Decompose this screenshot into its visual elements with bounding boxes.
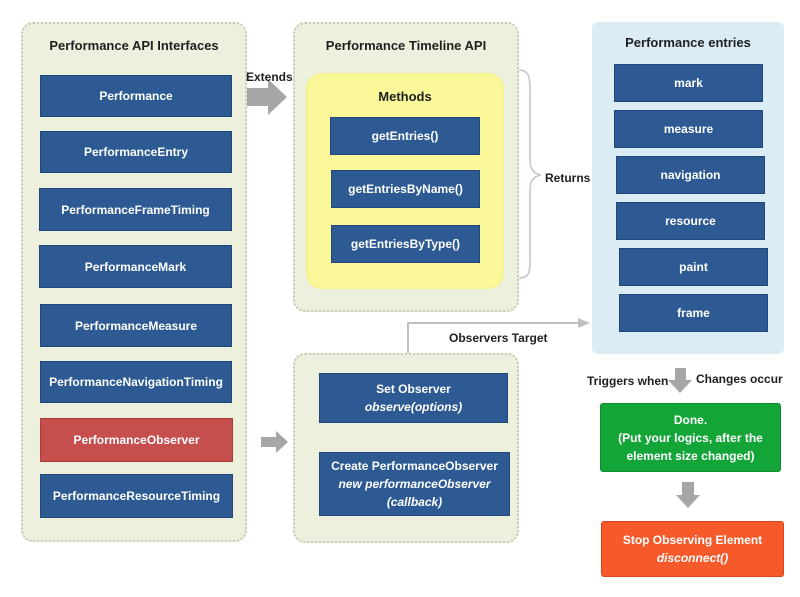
done-to-stop-arrow xyxy=(676,482,700,508)
returns-label: Returns xyxy=(545,171,591,185)
triggers-when-label: Triggers when xyxy=(587,374,669,388)
changes-occur-label: Changes occur xyxy=(696,372,783,386)
done-line-1: (Put your logics, after the xyxy=(618,430,763,445)
interface-performance-resource-timing[interactable]: PerformanceResourceTiming xyxy=(40,474,233,518)
done-title: Done. xyxy=(673,412,708,427)
entry-paint[interactable]: paint xyxy=(619,248,768,286)
interface-performance[interactable]: Performance xyxy=(40,75,232,117)
entry-navigation[interactable]: navigation xyxy=(616,156,765,194)
returns-brace xyxy=(517,69,543,279)
new-observer-label: new performanceObserver xyxy=(338,477,491,491)
interfaces-to-observer-arrow xyxy=(261,431,288,453)
timeline-title: Performance Timeline API xyxy=(325,38,487,53)
entries-title: Performance entries xyxy=(625,35,751,50)
create-observer-box[interactable]: Create PerformanceObserver new performan… xyxy=(319,452,510,516)
stop-title: Stop Observing Element xyxy=(622,533,763,547)
entry-mark[interactable]: mark xyxy=(614,64,763,102)
done-box[interactable]: Done. (Put your logics, after the elemen… xyxy=(600,403,781,472)
interface-performance-entry[interactable]: PerformanceEntry xyxy=(40,131,232,173)
disconnect-label: disconnect() xyxy=(656,551,729,565)
callback-label: (callback) xyxy=(386,495,443,509)
stop-observing-box[interactable]: Stop Observing Element disconnect() xyxy=(601,521,784,577)
interfaces-title: Performance API Interfaces xyxy=(49,38,219,53)
method-get-entries-by-type[interactable]: getEntriesByType() xyxy=(331,225,480,263)
observers-target-line xyxy=(407,322,578,353)
triggers-down-arrow xyxy=(668,368,692,393)
set-observer-box[interactable]: Set Observer observe(options) xyxy=(319,373,508,423)
create-observer-label: Create PerformanceObserver xyxy=(331,459,498,473)
interface-performance-frame-timing[interactable]: PerformanceFrameTiming xyxy=(39,188,232,231)
observers-target-label: Observers Target xyxy=(449,331,548,345)
done-line-2: element size changed) xyxy=(626,448,755,463)
entry-measure[interactable]: measure xyxy=(614,110,763,148)
interface-performance-measure[interactable]: PerformanceMeasure xyxy=(40,304,232,347)
methods-title: Methods xyxy=(378,89,432,104)
entry-resource[interactable]: resource xyxy=(616,202,765,240)
observers-target-arrowhead xyxy=(578,318,590,328)
extends-label: Extends xyxy=(246,70,293,84)
interface-performance-mark[interactable]: PerformanceMark xyxy=(39,245,232,288)
set-observer-label: Set Observer xyxy=(376,382,451,396)
observe-options-label: observe(options) xyxy=(364,400,463,414)
entry-frame[interactable]: frame xyxy=(619,294,768,332)
method-get-entries[interactable]: getEntries() xyxy=(330,117,480,155)
interface-performance-observer[interactable]: PerformanceObserver xyxy=(40,418,233,462)
extends-arrow xyxy=(239,79,287,115)
method-get-entries-by-name[interactable]: getEntriesByName() xyxy=(331,170,480,208)
interface-performance-navigation-timing[interactable]: PerformanceNavigationTiming xyxy=(40,361,232,403)
